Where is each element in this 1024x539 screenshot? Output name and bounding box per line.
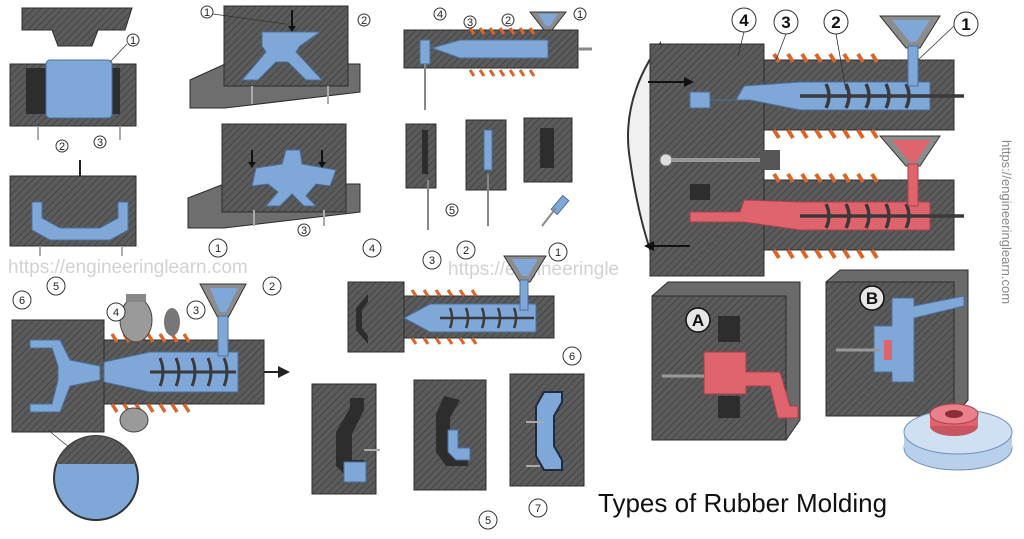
svg-text:1: 1 xyxy=(130,35,136,47)
svg-text:1: 1 xyxy=(961,15,970,34)
svg-text:2: 2 xyxy=(463,245,469,257)
compression-callouts: 1 2 3 xyxy=(55,33,140,153)
svg-text:3: 3 xyxy=(429,255,435,267)
watermark-left: https://engineeringlearn.com xyxy=(8,257,248,278)
svg-text:1: 1 xyxy=(577,9,583,21)
liquid-injection-callouts: 1 2 3 4 5 6 7 xyxy=(362,238,582,530)
svg-text:4: 4 xyxy=(369,243,375,255)
svg-text:3: 3 xyxy=(781,13,790,32)
svg-text:7: 7 xyxy=(535,503,541,515)
svg-text:5: 5 xyxy=(53,281,59,293)
svg-text:2: 2 xyxy=(361,15,367,27)
svg-text:A: A xyxy=(692,311,704,330)
svg-text:3: 3 xyxy=(193,305,199,317)
svg-text:3: 3 xyxy=(301,225,307,237)
injection-callouts: 1 2 3 4 5 6 xyxy=(12,238,282,322)
svg-text:2: 2 xyxy=(831,13,840,32)
rubber-preform xyxy=(45,59,113,119)
svg-text:4: 4 xyxy=(739,11,749,30)
page-title: Types of Rubber Molding xyxy=(598,488,888,518)
svg-text:B: B xyxy=(866,289,878,308)
svg-text:4: 4 xyxy=(113,307,119,319)
small-injection xyxy=(403,11,592,230)
compression-molding xyxy=(9,7,137,256)
small-injection-callouts: 1 2 3 4 5 xyxy=(433,7,587,217)
svg-text:5: 5 xyxy=(449,205,455,217)
transfer-callouts: 1 2 3 xyxy=(200,5,371,237)
svg-text:2: 2 xyxy=(269,281,275,293)
compression-top-plate xyxy=(21,7,133,47)
svg-text:1: 1 xyxy=(204,7,210,19)
svg-text:1: 1 xyxy=(215,243,221,255)
two-shot-callouts: 1 2 3 4 A B xyxy=(685,7,979,333)
transfer-molding xyxy=(187,5,361,229)
liquid-injection-molding xyxy=(311,255,585,495)
svg-text:3: 3 xyxy=(97,137,103,149)
injection-molding xyxy=(11,283,290,521)
molded-part xyxy=(31,201,129,241)
svg-text:6: 6 xyxy=(19,295,25,307)
two-shot-molding xyxy=(627,15,1013,471)
svg-text:2: 2 xyxy=(505,15,511,27)
svg-text:3: 3 xyxy=(467,17,473,29)
watermark-vertical: https://engineeringlearn.com xyxy=(999,140,1014,304)
svg-text:2: 2 xyxy=(59,141,65,153)
svg-text:6: 6 xyxy=(569,351,575,363)
svg-text:5: 5 xyxy=(485,515,491,527)
svg-text:1: 1 xyxy=(555,247,561,259)
svg-text:4: 4 xyxy=(437,9,443,21)
